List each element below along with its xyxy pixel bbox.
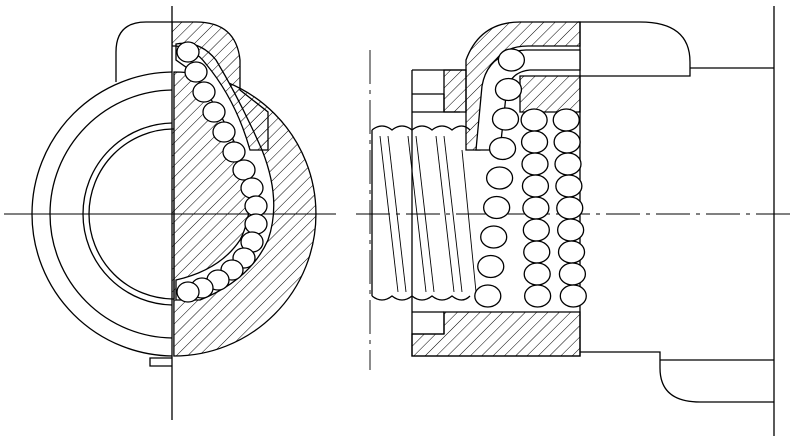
- ball: [477, 254, 505, 279]
- ball: [559, 284, 587, 308]
- side-view-ball-columns: [474, 48, 587, 308]
- ball: [202, 101, 226, 123]
- ball: [176, 41, 200, 63]
- side-view-nut-section-right: [519, 75, 581, 113]
- ball: [244, 213, 268, 235]
- ball: [494, 77, 523, 102]
- ball: [480, 225, 508, 249]
- ball: [488, 136, 517, 161]
- end-view-foot: [149, 357, 172, 367]
- ball: [184, 61, 208, 83]
- ball: [556, 218, 585, 242]
- ball: [555, 174, 583, 198]
- ball: [232, 159, 256, 181]
- ball: [521, 174, 550, 198]
- ball: [244, 195, 268, 217]
- ball: [212, 121, 236, 143]
- ball: [520, 108, 548, 132]
- ball: [474, 284, 502, 308]
- side-view-nut-section-bottom: [411, 311, 581, 357]
- ball: [558, 262, 587, 286]
- ball: [521, 152, 549, 176]
- ball: [176, 281, 200, 303]
- side-view-screw-shaft: [371, 125, 477, 301]
- ball: [491, 107, 520, 131]
- ball: [240, 177, 264, 199]
- ball: [557, 240, 586, 264]
- ball: [192, 81, 216, 103]
- ball: [556, 196, 584, 220]
- end-view-ball-chain: [176, 41, 268, 303]
- ball: [553, 130, 581, 154]
- side-view: [356, 6, 790, 436]
- end-view: [4, 6, 336, 420]
- ball: [520, 130, 549, 154]
- ball: [552, 108, 580, 132]
- side-view-flange-top: [578, 21, 691, 77]
- ball: [523, 240, 551, 264]
- ball: [523, 262, 551, 286]
- side-view-nut-section-top: [443, 69, 467, 113]
- ball: [523, 284, 552, 308]
- ball: [497, 48, 526, 72]
- ball: [522, 218, 550, 242]
- ball: [482, 195, 511, 220]
- end-view-tube-boss: [115, 21, 172, 82]
- ball: [485, 166, 514, 190]
- ball: [522, 196, 550, 220]
- side-view-flange-bottom: [580, 351, 774, 403]
- ball: [222, 141, 246, 163]
- ball: [554, 152, 582, 176]
